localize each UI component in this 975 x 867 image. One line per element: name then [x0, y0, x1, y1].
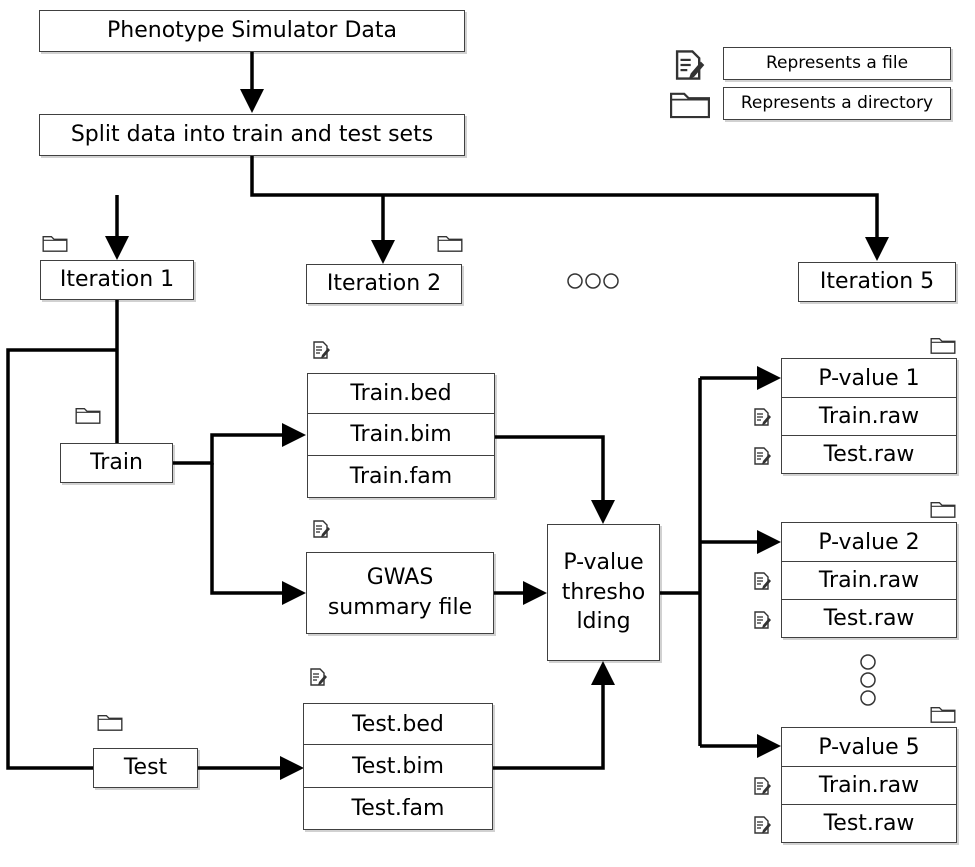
file-icon — [752, 815, 772, 839]
test-files-stack: Test.bed Test.bim Test.fam — [303, 703, 493, 830]
arrowhead — [282, 581, 306, 605]
file-cell: Test.fam — [303, 788, 493, 830]
split-node: Split data into train and test sets — [39, 114, 465, 156]
pvalue-thresholding-node: P-value thresho lding — [547, 524, 660, 661]
file-icon — [752, 776, 772, 800]
file-cell: Test.raw — [781, 805, 957, 843]
iteration-1-node: Iteration 1 — [40, 260, 194, 300]
file-cell: Train.fam — [307, 456, 495, 498]
folder-icon — [95, 712, 125, 736]
train-node: Train — [60, 443, 173, 483]
source-node: Phenotype Simulator Data — [39, 10, 465, 52]
file-cell: Test.bim — [303, 745, 493, 788]
folder-icon — [929, 335, 957, 359]
folder-icon — [435, 233, 465, 257]
file-cell: Test.raw — [781, 436, 957, 474]
arrowhead — [280, 756, 304, 780]
folder-icon — [40, 233, 70, 257]
ellipsis-dot — [860, 690, 876, 706]
file-icon — [752, 610, 772, 634]
file-cell: Train.raw — [781, 398, 957, 436]
file-icon — [308, 667, 328, 691]
file-icon — [311, 340, 331, 364]
file-cell: Test.bed — [303, 703, 493, 745]
pvalue-title: P-value 2 — [781, 522, 957, 562]
ellipsis-dot — [603, 273, 619, 289]
folder-icon — [929, 499, 957, 523]
folder-icon — [73, 405, 103, 429]
arrowhead — [757, 366, 781, 390]
ellipsis-dot — [585, 273, 601, 289]
file-cell: Train.bim — [307, 414, 495, 456]
ellipsis-dot — [860, 654, 876, 670]
arrowhead — [282, 423, 306, 447]
arrowhead — [105, 236, 129, 260]
arrowhead — [757, 734, 781, 758]
pvalue-group: P-value 2 Train.raw Test.raw — [781, 522, 957, 638]
file-icon — [752, 571, 772, 595]
file-cell: Train.raw — [781, 767, 957, 805]
pvalue-title: P-value 5 — [781, 727, 957, 767]
pvalue-title: P-value 1 — [781, 358, 957, 398]
train-files-stack: Train.bed Train.bim Train.fam — [307, 373, 495, 498]
legend-file-label: Represents a file — [723, 47, 951, 80]
gwas-node: GWAS summary file — [306, 552, 494, 634]
legend-directory-label: Represents a directory — [723, 87, 951, 120]
test-node: Test — [93, 748, 198, 788]
arrowhead — [591, 500, 615, 524]
arrowhead — [591, 661, 615, 685]
arrowhead — [757, 530, 781, 554]
iteration-5-node: Iteration 5 — [798, 262, 956, 302]
file-icon — [311, 519, 331, 543]
folder-icon — [929, 704, 957, 728]
ellipsis-dot — [567, 273, 583, 289]
pvalue-group: P-value 1 Train.raw Test.raw — [781, 358, 957, 474]
arrowhead — [240, 89, 264, 113]
ellipsis-dot — [860, 672, 876, 688]
pvalue-group: P-value 5 Train.raw Test.raw — [781, 727, 957, 843]
file-cell: Train.bed — [307, 373, 495, 414]
file-cell: Test.raw — [781, 600, 957, 638]
file-cell: Train.raw — [781, 562, 957, 600]
file-icon — [752, 446, 772, 470]
file-icon — [752, 407, 772, 431]
folder-icon — [668, 88, 712, 124]
iteration-2-node: Iteration 2 — [306, 264, 462, 304]
arrowhead — [523, 581, 547, 605]
file-icon — [672, 48, 706, 86]
arrowhead — [865, 237, 889, 261]
arrowhead — [371, 240, 395, 264]
